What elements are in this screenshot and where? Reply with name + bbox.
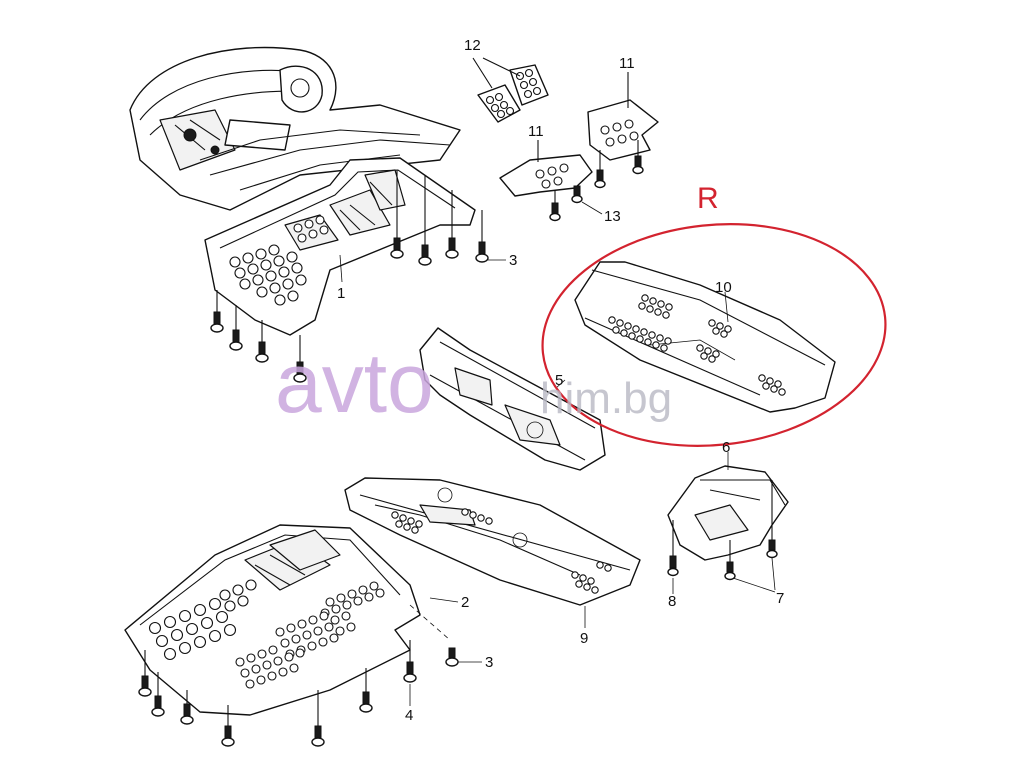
highlight-ring: [541, 223, 887, 447]
callout-3-top: 3: [509, 252, 517, 269]
car-underbody: [129, 46, 461, 211]
leader-lines: [339, 201, 776, 706]
part-9-long-undertray: [344, 477, 641, 606]
part-1-front-undertray: [204, 157, 476, 336]
callout-labels: 1 2 3 3 4 5 6 7 8 9 10 11 11 12 13 R: [337, 37, 784, 724]
screw: [221, 705, 235, 747]
screw: [549, 190, 561, 222]
callout-6: 6: [722, 439, 730, 456]
screw: [403, 640, 417, 683]
part-2-main-undertray: [124, 524, 421, 716]
part-10-rear-undertray: [574, 261, 836, 413]
part-5-center-tunnel-panel: [419, 327, 606, 471]
screw: [667, 520, 679, 577]
callout-11-left: 11: [528, 123, 544, 140]
part-11-bracket-right: [587, 72, 659, 161]
screw: [210, 290, 224, 333]
callout-3-bottom: 3: [485, 654, 493, 671]
screw: [359, 668, 373, 713]
watermark-domain: him.bg: [540, 374, 672, 423]
screw: [475, 210, 489, 263]
part-2-hole-grid-right: [235, 581, 385, 689]
callout-12: 12: [464, 37, 481, 54]
callout-1: 1: [337, 285, 345, 302]
callout-10: 10: [715, 279, 732, 296]
screw: [390, 170, 404, 259]
watermark-brand: avto: [275, 336, 434, 430]
screw: [571, 185, 583, 204]
screw: [255, 320, 269, 363]
highlight-label: R: [697, 182, 719, 215]
callout-7: 7: [776, 590, 784, 607]
callout-4: 4: [405, 707, 413, 724]
screw: [151, 672, 165, 717]
callout-13: 13: [604, 208, 621, 225]
screw: [594, 150, 606, 189]
callout-2: 2: [461, 594, 469, 611]
screw: [766, 480, 778, 559]
screw-set: [138, 140, 778, 747]
screw: [724, 540, 736, 581]
callout-11-right: 11: [619, 55, 635, 72]
screw: [632, 140, 644, 175]
part-1-hole-grid: [229, 215, 329, 306]
part-12-plates: [472, 57, 549, 123]
part-10-hole-grid: [608, 294, 786, 396]
part-9-hole-grid: [391, 508, 612, 594]
screw: [418, 175, 432, 266]
callout-8: 8: [668, 593, 676, 610]
callout-9: 9: [580, 630, 588, 647]
screw: [293, 335, 307, 383]
callout-5: 5: [555, 372, 563, 389]
screw: [138, 650, 152, 697]
part-2-hole-grid-left: [148, 579, 257, 661]
screw: [311, 690, 325, 747]
part-11-bracket-left: [499, 140, 593, 197]
screw: [445, 190, 459, 259]
part-6-rear-cover: [667, 465, 789, 561]
screw: [180, 690, 194, 725]
screw: [229, 305, 243, 351]
